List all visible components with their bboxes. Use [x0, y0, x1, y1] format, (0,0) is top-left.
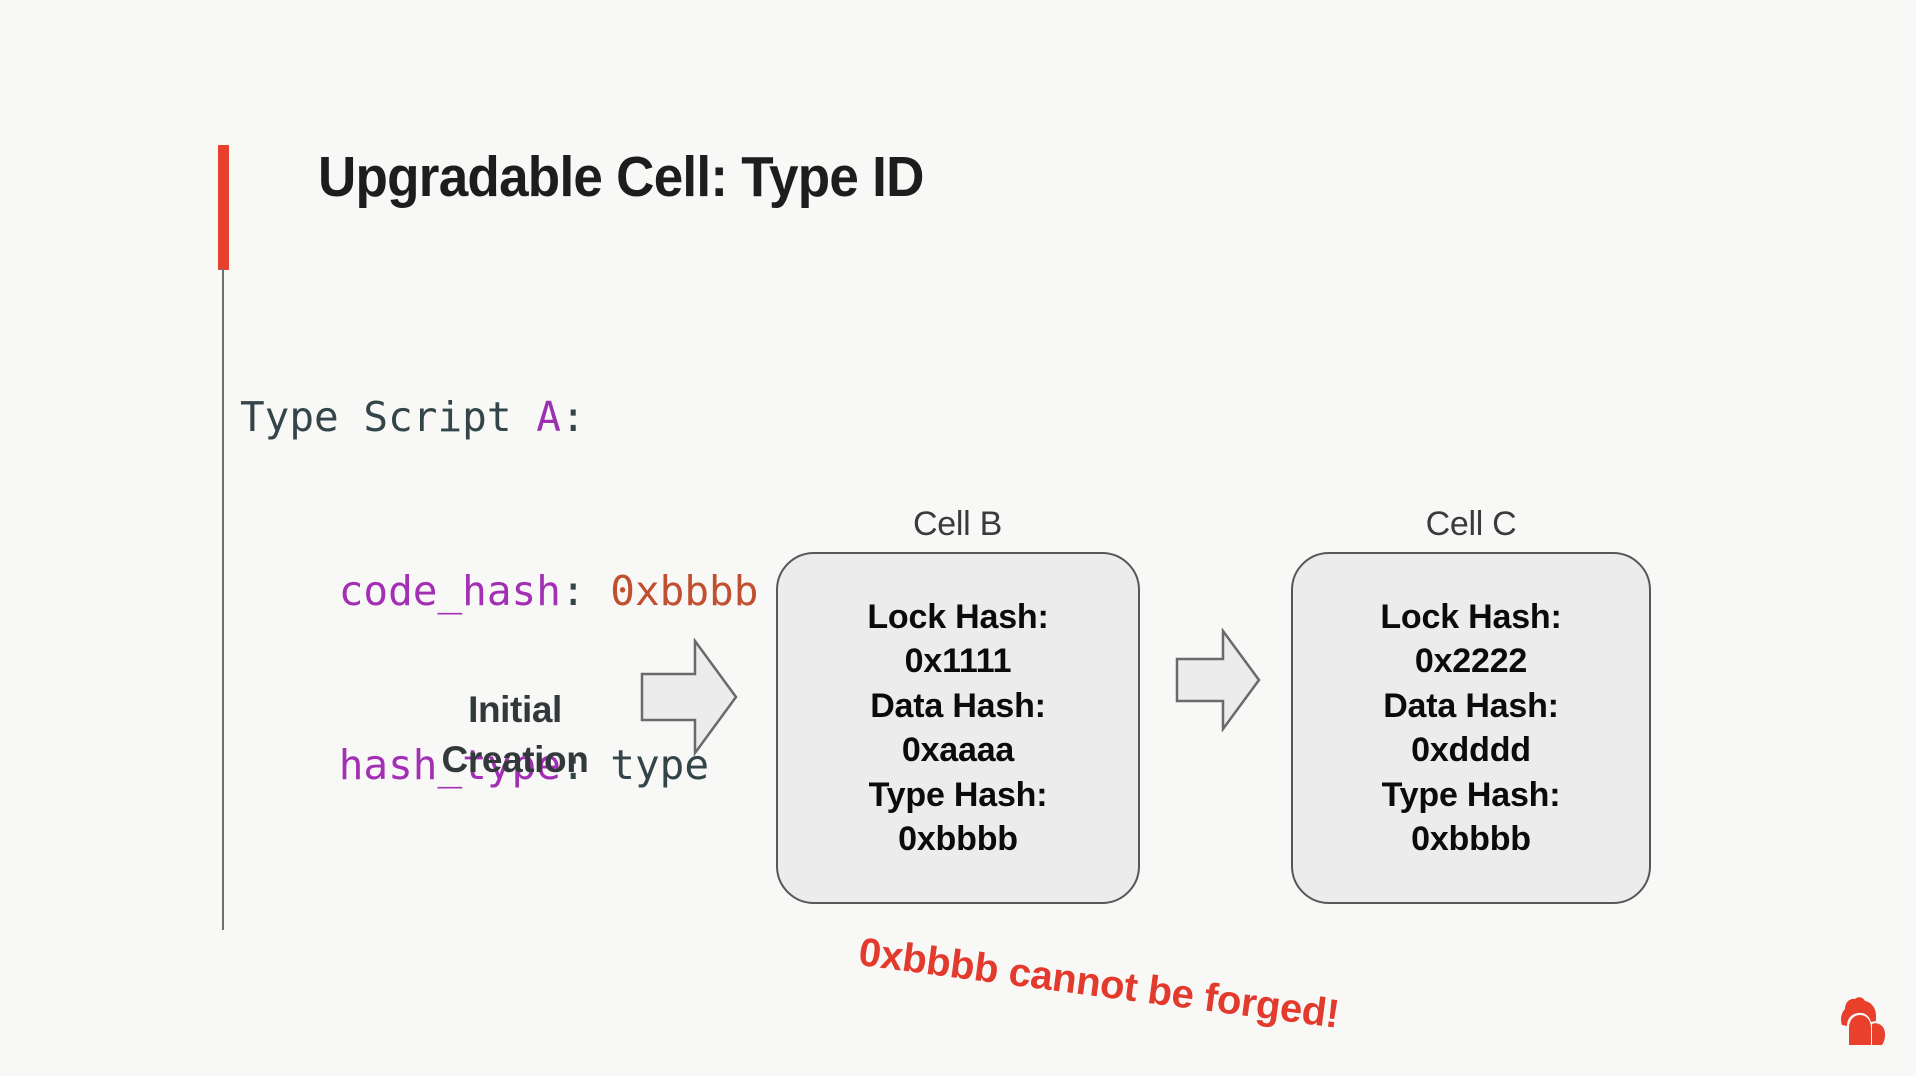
gorilla-logo-icon	[1841, 997, 1886, 1045]
cell-b-type-hash-value: 0xbbbb	[898, 820, 1018, 858]
code-line-1: Type Script A:	[240, 388, 758, 446]
code-token-sep-2: :	[560, 567, 611, 615]
block-arrow-right-icon-2	[1175, 628, 1261, 732]
stage-label-initial-creation: Initial Creation	[395, 685, 635, 785]
cell-c-data-hash-value: 0xdddd	[1411, 731, 1531, 769]
stage-label-line-1: Initial	[468, 689, 562, 730]
cell-c-lock-hash-value: 0x2222	[1414, 642, 1528, 680]
accent-bar	[218, 145, 229, 270]
code-token-code-hash-key: code_hash	[338, 567, 561, 615]
code-token-code-hash-value: 0xbbbb	[610, 567, 759, 615]
cell-c-lock-hash-label: Lock Hash:	[1380, 597, 1562, 636]
cell-c-data-hash-label: Data Hash:	[1383, 686, 1559, 725]
cell-b-data-hash-label: Data Hash:	[870, 686, 1046, 725]
code-token-hash-type-value: type	[610, 741, 710, 789]
cell-b-label: Cell B	[913, 505, 1002, 543]
cell-b-lock-hash-label: Lock Hash:	[867, 597, 1049, 636]
cell-b-box: Lock Hash: 0x1111 Data Hash: 0xaaaa Type…	[776, 552, 1140, 904]
cell-b-data-hash-value: 0xaaaa	[901, 731, 1015, 769]
code-line-3: hash_type: type	[240, 736, 758, 794]
cell-c-box: Lock Hash: 0x2222 Data Hash: 0xdddd Type…	[1291, 552, 1651, 904]
stage-label-line-2: Creation	[441, 739, 589, 780]
warning-text: 0xbbbb cannot be forged!	[856, 930, 1342, 1037]
cell-c-type-hash-value: 0xbbbb	[1411, 820, 1531, 858]
cell-c-label: Cell C	[1425, 505, 1517, 543]
code-token-script-name: A	[536, 393, 561, 441]
cell-b-lock-hash-value: 0x1111	[904, 642, 1012, 680]
cell-c-type-hash-label: Type Hash:	[1381, 775, 1561, 814]
cell-b-type-hash-label: Type Hash:	[868, 775, 1048, 814]
code-block: Type Script A: code_hash: 0xbbbb hash_ty…	[240, 272, 758, 910]
code-token-colon-1: :	[560, 393, 586, 441]
code-token-type-script: Type Script	[240, 393, 537, 441]
vertical-rail-line	[222, 268, 224, 930]
code-token-sep-3: :	[560, 741, 611, 789]
page-title: Upgradable Cell: Type ID	[318, 145, 924, 209]
code-line-2: code_hash: 0xbbbb	[240, 562, 759, 620]
code-token-hash-type-key: hash_type	[338, 741, 561, 789]
block-arrow-right-icon-1	[640, 638, 738, 756]
